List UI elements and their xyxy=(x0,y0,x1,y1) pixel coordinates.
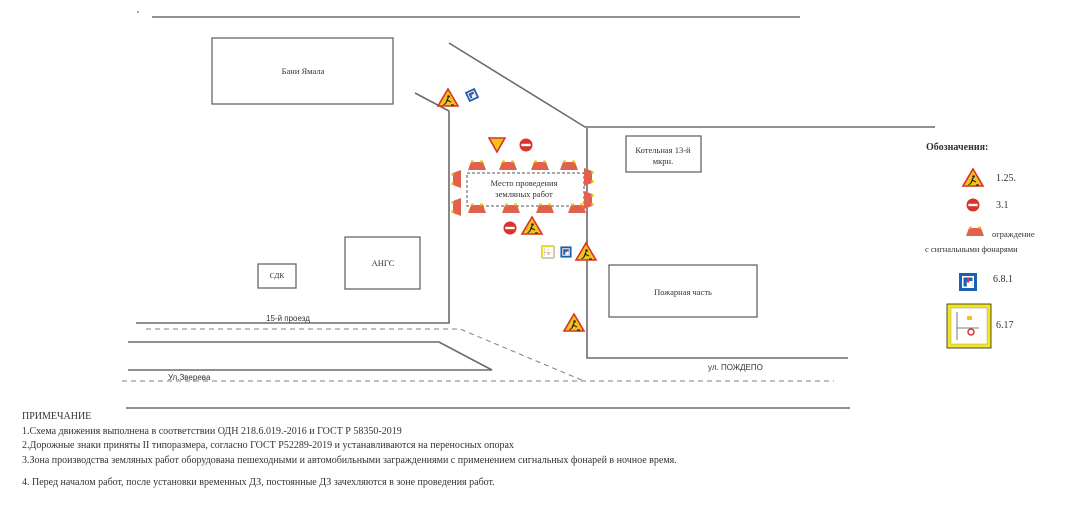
barrier-icon xyxy=(584,191,594,209)
building-sdk xyxy=(257,263,297,289)
barrier-icon xyxy=(468,203,486,213)
no-entry-sign-icon xyxy=(519,138,533,152)
barrier-icon xyxy=(568,203,586,213)
barrier-icon xyxy=(499,160,517,170)
notes-heading: ПРИМЕЧАНИЕ xyxy=(22,411,92,422)
dashed-center-lines xyxy=(122,328,834,382)
sdk-label: СДК xyxy=(270,271,286,280)
road-diagonal-edge xyxy=(448,42,935,128)
angs-label: АНГС xyxy=(372,258,395,268)
road-middle-line xyxy=(128,341,493,371)
legend-label-3-1: 3.1 xyxy=(996,200,1009,211)
pozharnaya-label: Пожарная часть xyxy=(654,287,712,297)
dashed-line-upper xyxy=(146,328,585,382)
detour-scheme-sign-icon xyxy=(541,245,555,259)
legend-label-6-8-1: 6.8.1 xyxy=(993,274,1013,285)
buildings xyxy=(211,37,758,318)
barrier-icon xyxy=(560,160,578,170)
dead-end-sign-icon xyxy=(464,87,480,103)
give-way-sign-icon xyxy=(488,137,506,153)
barrier-icon xyxy=(468,160,486,170)
street-label-zvereva: Ул.Зверева xyxy=(168,373,211,382)
building-kotelnaya xyxy=(625,135,702,173)
notes-block: ПРИМЕЧАНИЕ 1.Схема движения выполнена в … xyxy=(22,410,677,491)
road-works-sign-icon xyxy=(563,313,585,332)
street-label-pozhdepo: ул. ПОЖДЕПО xyxy=(708,363,763,372)
map-signs xyxy=(437,87,597,332)
road-lines xyxy=(126,16,935,409)
legend-label-barrier-line1: ограждение xyxy=(992,229,1035,239)
legend-title: Обозначения: xyxy=(926,142,988,153)
barrier-icon xyxy=(531,160,549,170)
street-label-15-proezd: 15-й проезд xyxy=(266,314,310,323)
legend-detour-scheme-sign-icon xyxy=(946,303,992,349)
building-bani xyxy=(211,37,394,105)
legend-label-1-25: 1.25. xyxy=(996,173,1016,184)
kotelnaya-label-line1: Котельная 13-й xyxy=(635,145,691,155)
dead-end-sign-icon xyxy=(560,246,572,258)
note-item-1: 1.Схема движения выполнена в соответстви… xyxy=(22,425,402,437)
no-entry-sign-icon xyxy=(503,221,517,235)
barrier-icon xyxy=(451,170,461,188)
work-zone-label-line1: Место проведения xyxy=(491,178,558,188)
legend-dead-end-sign-icon xyxy=(959,273,977,291)
kotelnaya-label-line2: мкрн. xyxy=(653,156,673,166)
legend: Обозначения: 1.25. 3.1 ограждение с сигн… xyxy=(925,142,1035,349)
building-pozharnaya xyxy=(608,264,758,318)
work-zone-label-line2: земляных работ xyxy=(495,189,553,199)
note-item-3: 3.Зона производства земляных работ обору… xyxy=(22,454,677,466)
barrier-icon xyxy=(536,203,554,213)
bani-label: Бани Ямала xyxy=(282,66,325,76)
building-angs xyxy=(344,236,421,290)
road-left-edge xyxy=(136,92,450,324)
barrier-icon xyxy=(502,203,520,213)
road-works-sign-icon xyxy=(575,242,597,261)
legend-no-entry-sign-icon xyxy=(966,198,980,212)
legend-label-barrier-line2: с сигнальными фонарями xyxy=(925,244,1018,254)
note-item-4: 4. Перед началом работ, после установки … xyxy=(22,477,495,488)
road-works-sign-icon xyxy=(437,88,459,107)
legend-label-6-17: 6.17 xyxy=(996,320,1014,331)
barrier-icon xyxy=(584,168,594,186)
note-item-2: 2.Дорожные знаки приняты II типоразмера,… xyxy=(22,440,514,451)
barrier-icon xyxy=(451,198,461,216)
legend-barrier-icon xyxy=(966,226,984,236)
road-works-sign-icon xyxy=(521,216,543,235)
stray-mark xyxy=(137,11,139,13)
legend-road-works-sign-icon xyxy=(962,168,984,187)
